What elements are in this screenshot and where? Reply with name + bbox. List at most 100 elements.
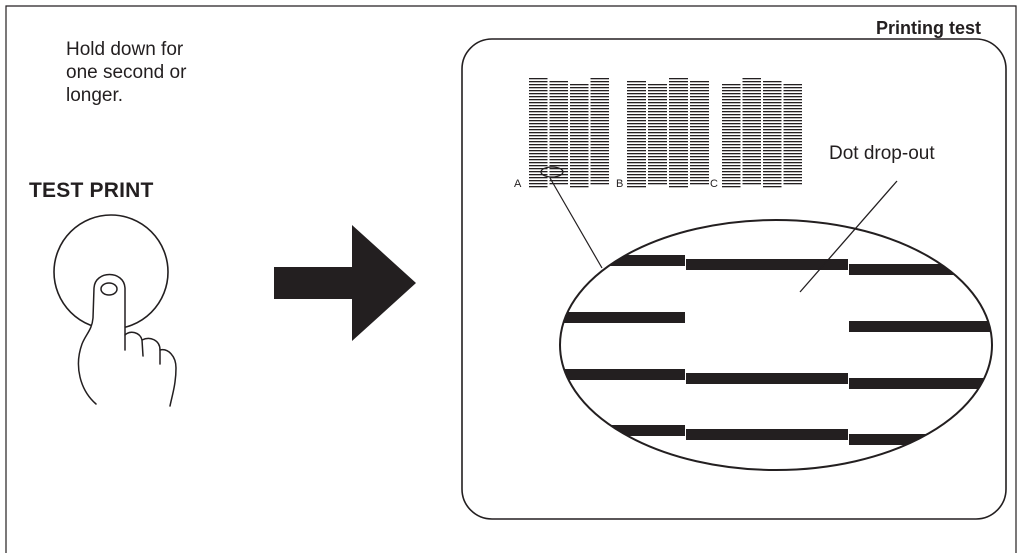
- pattern-stripe: [669, 144, 688, 146]
- pattern-stripe: [783, 165, 802, 167]
- pattern-stripe: [627, 144, 646, 146]
- pattern-stripe: [549, 84, 568, 86]
- pattern-stripe: [783, 93, 802, 95]
- pattern-stripe: [669, 123, 688, 125]
- pattern-stripe: [783, 111, 802, 113]
- pattern-stripe: [783, 174, 802, 176]
- pattern-stripe: [590, 81, 609, 83]
- pattern-stripe: [690, 138, 709, 140]
- pattern-stripe: [690, 87, 709, 89]
- result-panel: [461, 38, 1007, 520]
- pattern-stripe: [549, 162, 568, 164]
- pattern-stripe: [648, 177, 667, 179]
- pattern-stripe: [690, 162, 709, 164]
- pattern-stripe: [690, 183, 709, 185]
- pattern-stripe: [763, 165, 782, 167]
- pattern-stripe: [648, 141, 667, 143]
- pattern-stripe: [648, 126, 667, 128]
- pattern-stripe: [763, 126, 782, 128]
- pattern-stripe: [549, 120, 568, 122]
- pattern-stripe: [529, 132, 548, 134]
- pattern-stripe: [742, 138, 761, 140]
- pattern-stripe: [529, 141, 548, 143]
- pattern-stripe: [742, 84, 761, 86]
- pattern-stripe: [590, 138, 609, 140]
- instruction-text: Hold down for one second or longer.: [66, 38, 266, 107]
- pattern-stripe: [529, 105, 548, 107]
- pattern-stripe: [570, 138, 589, 140]
- pattern-stripe: [648, 135, 667, 137]
- pattern-stripe: [783, 162, 802, 164]
- pattern-stripe: [669, 183, 688, 185]
- pattern-stripe: [763, 186, 782, 188]
- pattern-stripe: [690, 105, 709, 107]
- pattern-stripe: [722, 177, 741, 179]
- pattern-stripe: [722, 99, 741, 101]
- pattern-stripe: [722, 174, 741, 176]
- pattern-stripe: [529, 177, 548, 179]
- pattern-stripe: [722, 156, 741, 158]
- pattern-stripe: [669, 126, 688, 128]
- pattern-stripe: [742, 153, 761, 155]
- pattern-stripe: [763, 183, 782, 185]
- pattern-stripe: [742, 177, 761, 179]
- pattern-stripe: [590, 171, 609, 173]
- pattern-stripe: [627, 180, 646, 182]
- pattern-stripe: [627, 165, 646, 167]
- pattern-stripe: [722, 183, 741, 185]
- pattern-stripe: [570, 90, 589, 92]
- pattern-stripe: [648, 84, 667, 86]
- pattern-stripe: [669, 129, 688, 131]
- pattern-stripe: [783, 150, 802, 152]
- pattern-stripe: [529, 102, 548, 104]
- pattern-stripe: [669, 90, 688, 92]
- pattern-stripe: [570, 93, 589, 95]
- pattern-stripe: [570, 87, 589, 89]
- pattern-stripe: [690, 90, 709, 92]
- pattern-stripe: [627, 123, 646, 125]
- pattern-stripe: [590, 114, 609, 116]
- pattern-stripe: [648, 138, 667, 140]
- pattern-stripe: [549, 180, 568, 182]
- pattern-stripe: [690, 132, 709, 134]
- pattern-stripe: [529, 183, 548, 185]
- pattern-stripe: [742, 147, 761, 149]
- outer-frame: [5, 5, 1017, 553]
- pattern-stripe: [549, 126, 568, 128]
- pattern-stripe: [590, 147, 609, 149]
- pattern-stripe: [669, 171, 688, 173]
- pattern-stripe: [763, 96, 782, 98]
- pattern-stripe: [763, 99, 782, 101]
- pattern-stripe: [690, 84, 709, 86]
- pattern-stripe: [669, 168, 688, 170]
- pattern-stripe: [742, 132, 761, 134]
- pattern-stripe: [742, 135, 761, 137]
- instruction-line-1: Hold down for: [66, 39, 184, 60]
- pattern-stripe: [690, 141, 709, 143]
- pattern-stripe: [570, 183, 589, 185]
- pattern-stripe: [783, 156, 802, 158]
- pattern-stripe: [783, 144, 802, 146]
- pattern-stripe: [590, 126, 609, 128]
- pattern-stripe: [669, 174, 688, 176]
- pattern-stripe: [722, 90, 741, 92]
- pattern-stripe: [549, 141, 568, 143]
- pattern-stripe: [669, 147, 688, 149]
- pattern-stripe: [590, 99, 609, 101]
- pattern-stripe: [529, 156, 548, 158]
- pattern-stripe: [722, 123, 741, 125]
- pattern-stripe: [763, 153, 782, 155]
- test-print-label: TEST PRINT: [29, 179, 154, 202]
- pattern-stripe: [669, 111, 688, 113]
- pattern-stripe: [742, 150, 761, 152]
- pattern-stripe: [763, 123, 782, 125]
- pattern-stripe: [742, 183, 761, 185]
- pattern-stripe: [763, 171, 782, 173]
- pattern-stripe: [627, 171, 646, 173]
- pattern-stripe: [783, 171, 802, 173]
- pattern-stripe: [590, 141, 609, 143]
- pattern-stripe: [690, 159, 709, 161]
- pattern-stripe: [742, 99, 761, 101]
- pattern-stripe: [570, 132, 589, 134]
- pattern-stripe: [690, 117, 709, 119]
